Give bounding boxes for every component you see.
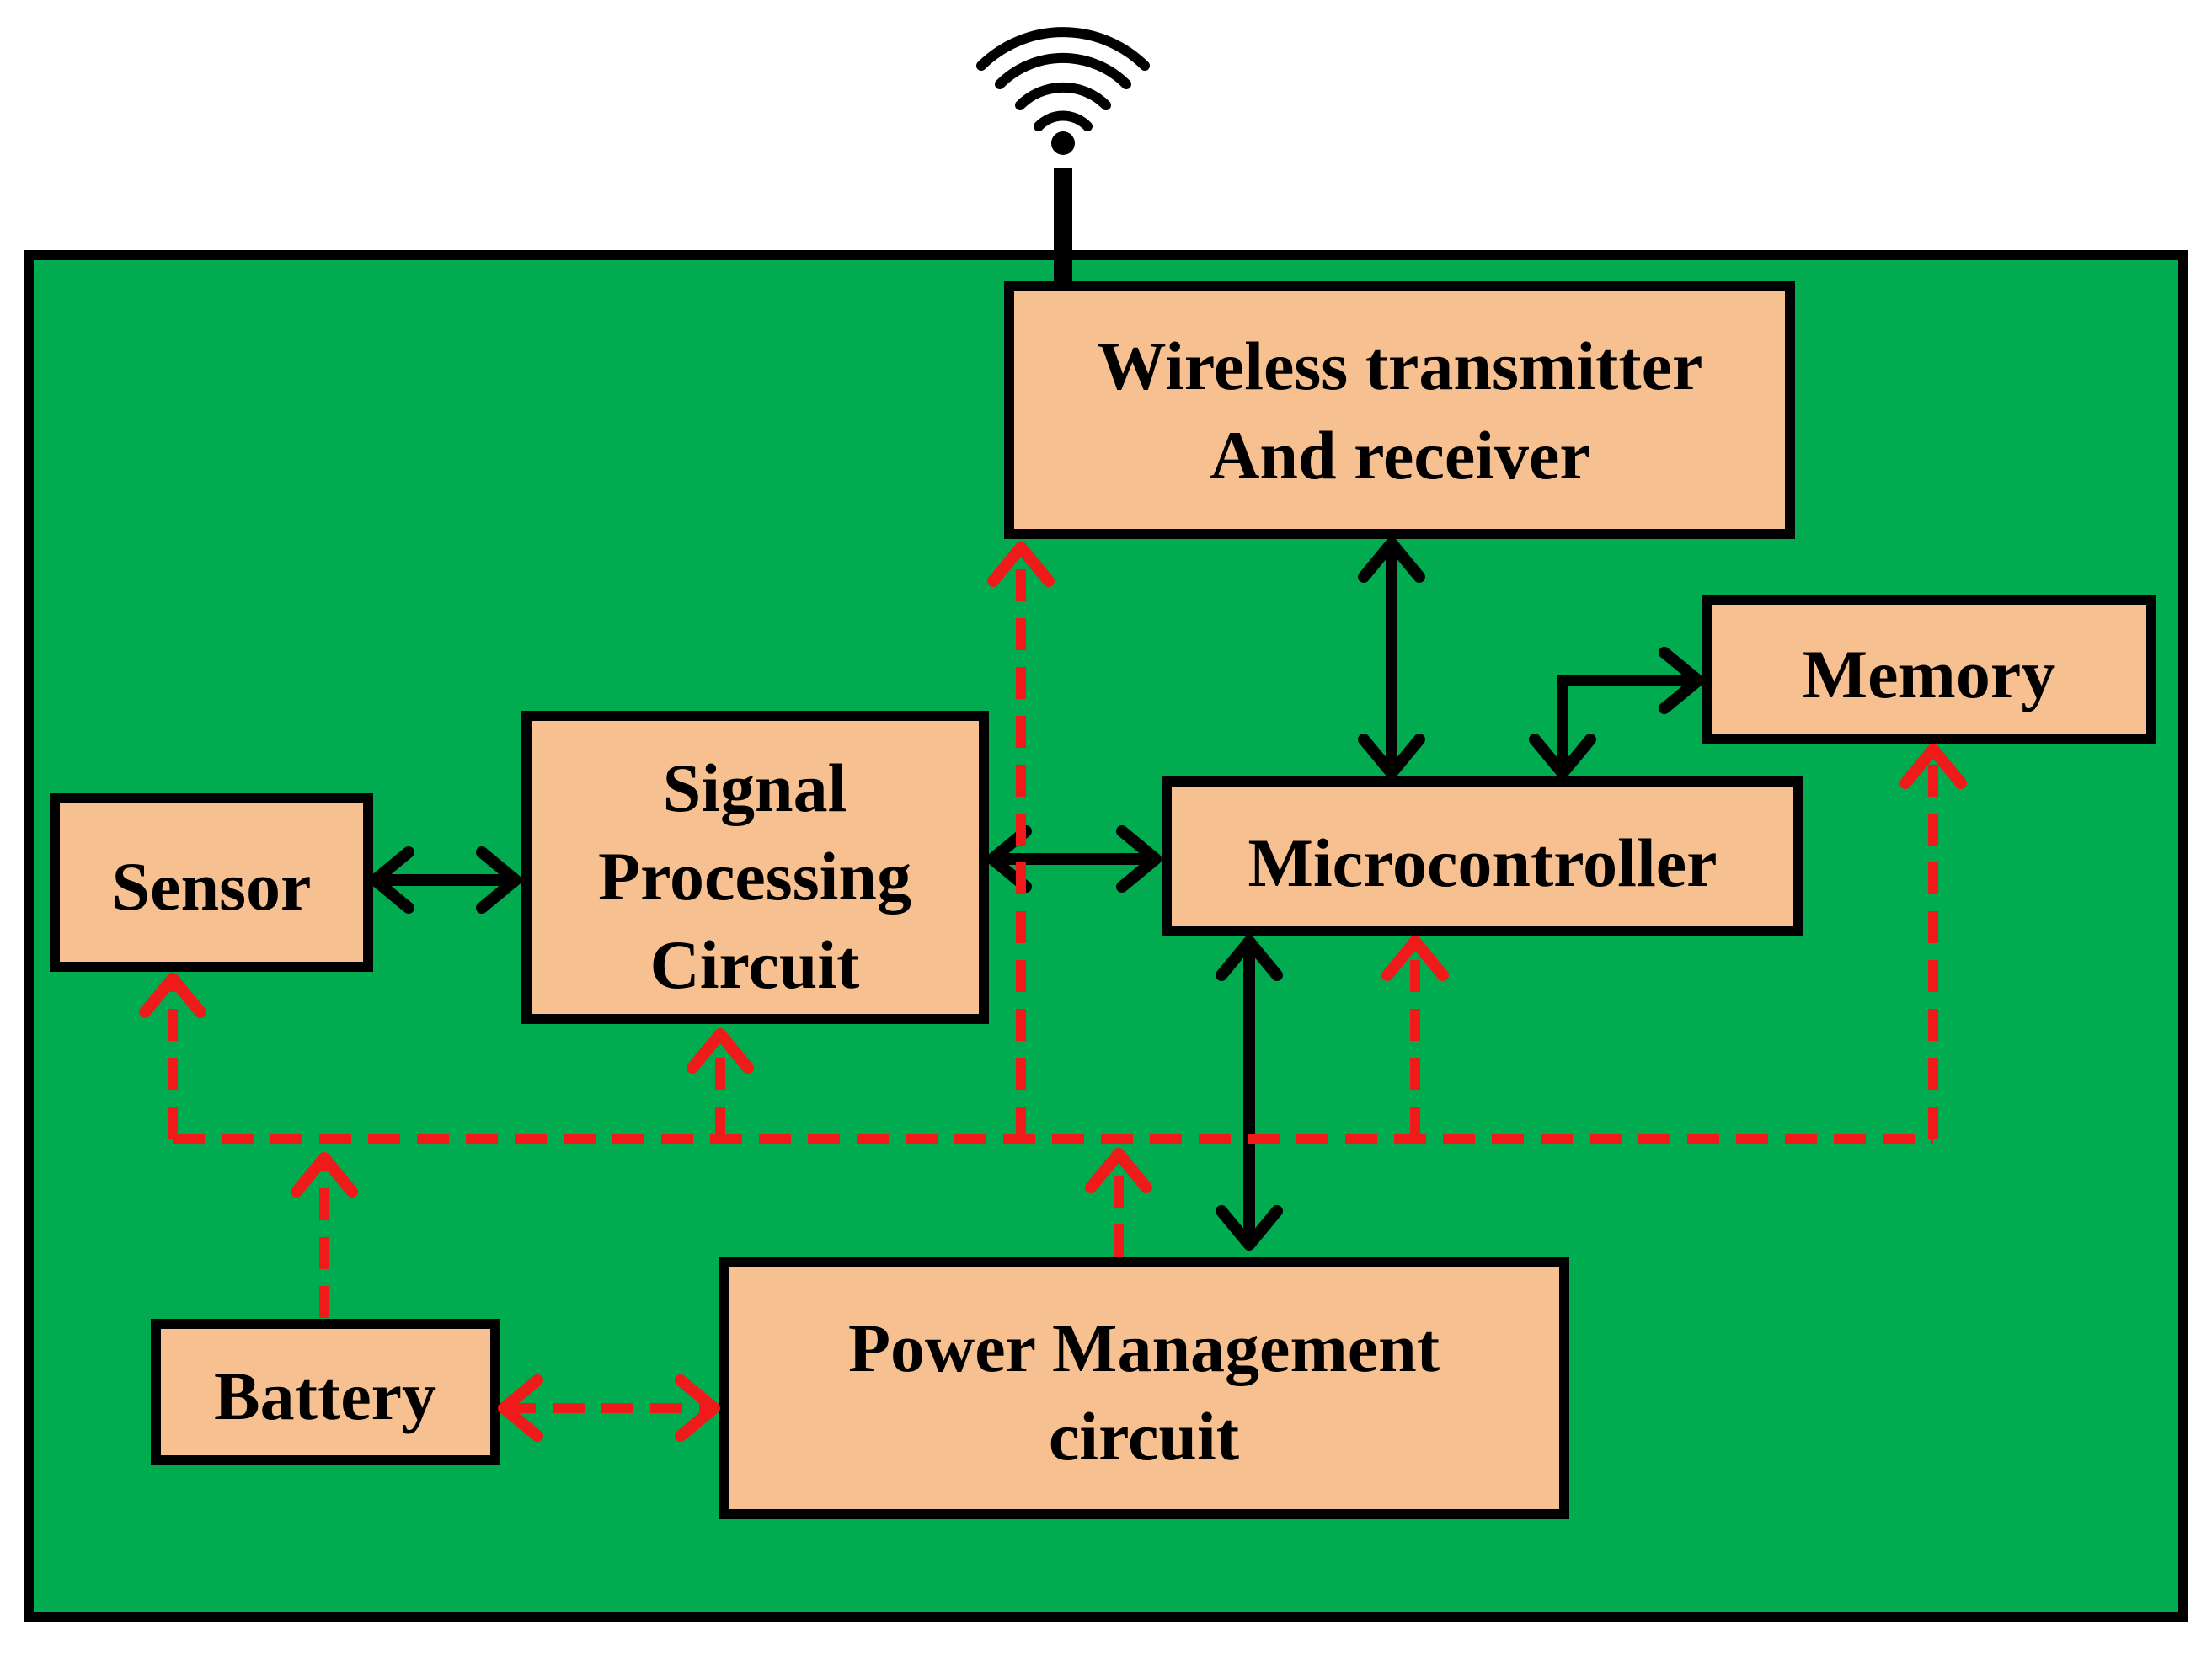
sensor-label: Sensor: [112, 848, 312, 925]
power-to-sensor-arrow: [139, 973, 206, 1139]
wireless-label-line1: Wireless transmitter: [1098, 328, 1703, 404]
power-to-wireless-arrow: [987, 542, 1055, 587]
microcontroller-label: Microcontroller: [1248, 824, 1717, 901]
sensor-block: Sensor: [50, 793, 373, 972]
signal-label-line3: Circuit: [649, 926, 859, 1003]
power-label-line2: circuit: [1049, 1398, 1239, 1475]
memory-block: Memory: [1702, 595, 2156, 744]
signal-processing-block: Signal Processing Circuit: [521, 711, 989, 1024]
wireless-micro-data-arrow: [1358, 537, 1425, 779]
wireless-label-line2: And receiver: [1210, 417, 1590, 494]
signal-label-line2: Processing: [598, 838, 911, 915]
memory-label: Memory: [1803, 636, 2056, 712]
battery-to-bus-arrow: [291, 1152, 358, 1318]
signal-label-line1: Signal: [663, 750, 847, 826]
power-to-signal-arrow: [687, 1028, 754, 1139]
micro-memory-data-arrow: [1529, 647, 1704, 779]
power-bus: [173, 547, 1933, 1144]
battery-label: Battery: [214, 1358, 436, 1434]
wifi-signal-icon: [976, 27, 1150, 155]
pmc-to-bus-arrow: [1085, 1148, 1152, 1257]
signal-micro-data-arrow: [986, 825, 1162, 893]
battery-block: Battery: [151, 1319, 500, 1465]
wireless-block: Wireless transmitter And receiver: [1004, 281, 1795, 539]
micro-power-data-arrow: [1216, 936, 1283, 1251]
battery-pmc-power-arrow: [498, 1374, 720, 1442]
power-to-micro-arrow: [1381, 936, 1449, 1139]
power-management-block: Power Management circuit: [719, 1257, 1569, 1519]
power-label-line1: Power Management: [848, 1310, 1440, 1386]
microcontroller-block: Microcontroller: [1162, 776, 1803, 936]
sensor-signal-data-arrow: [369, 846, 521, 914]
power-to-memory-arrow: [1899, 744, 1967, 1139]
